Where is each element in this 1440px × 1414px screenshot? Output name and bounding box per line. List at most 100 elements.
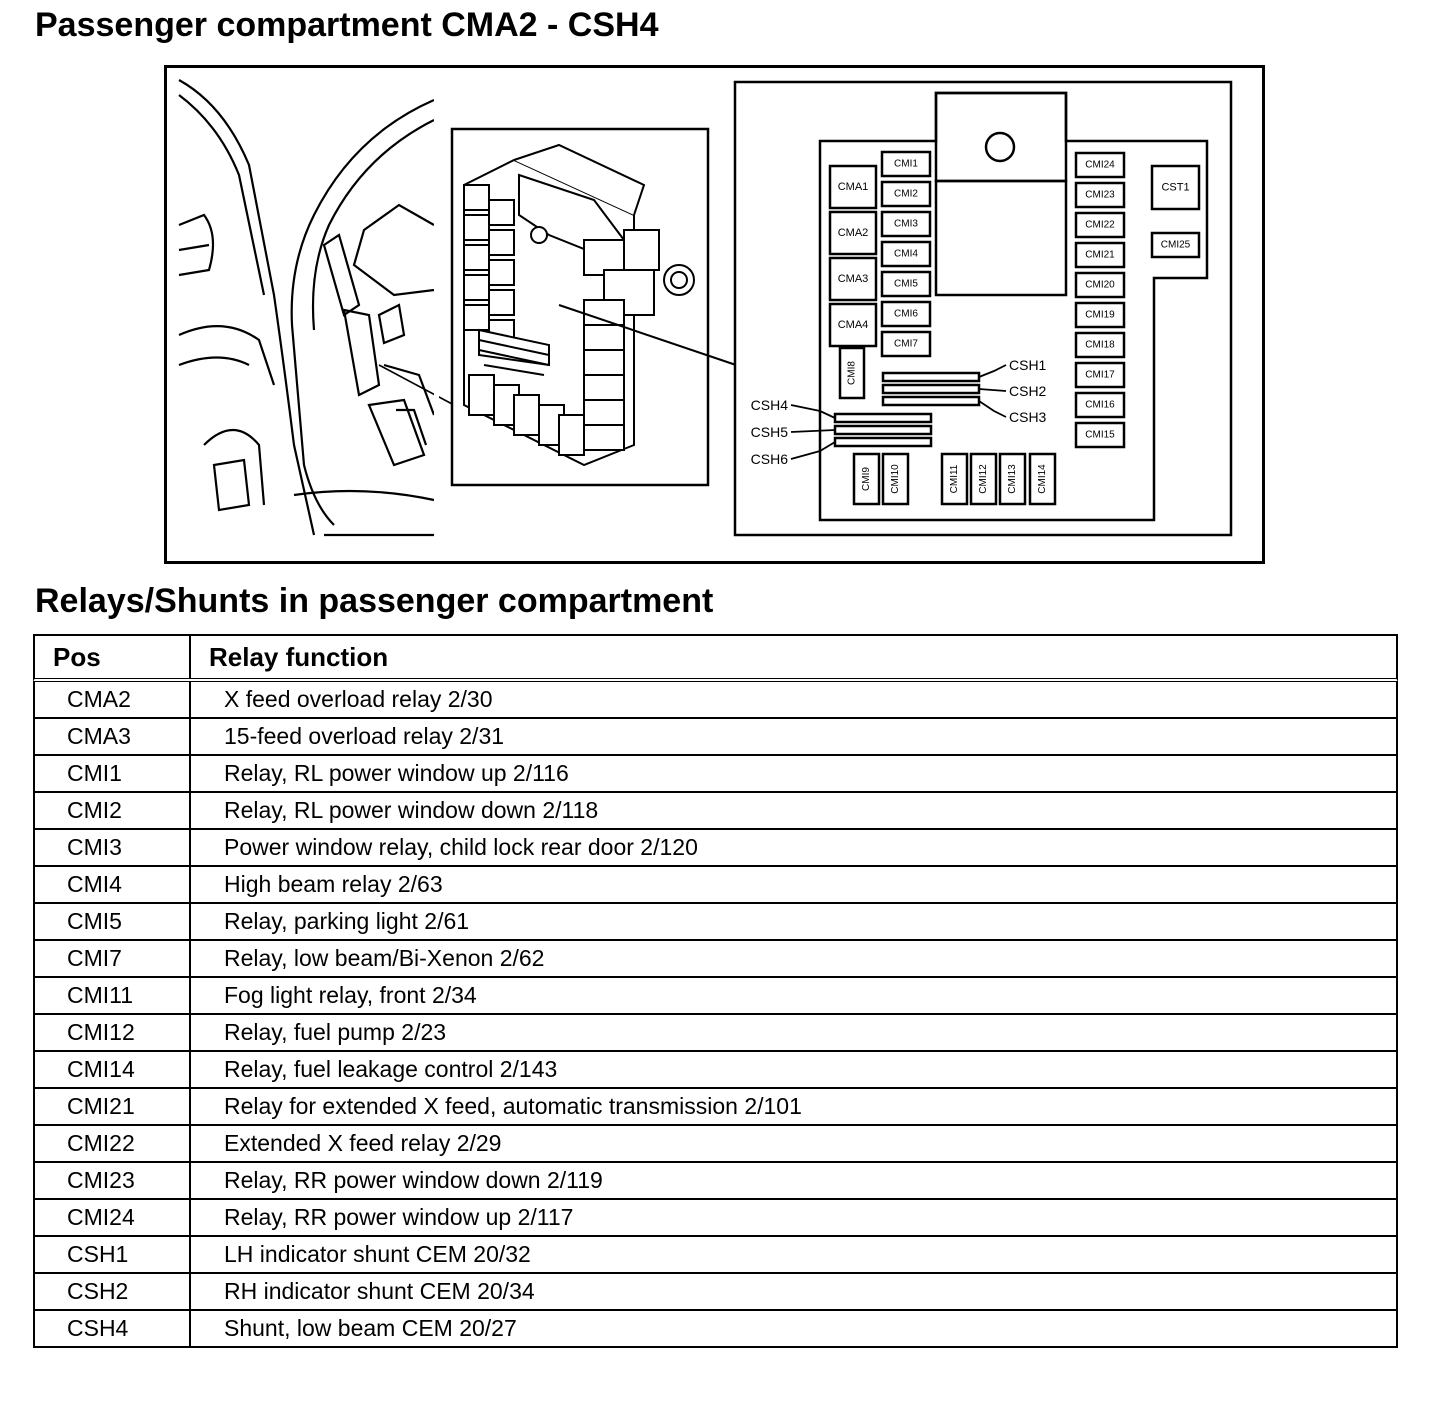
relay-box: CMI14 [1028,452,1057,506]
row-pos: CMI1 [35,756,191,791]
leader-line [790,441,836,460]
relay-box-label: CMI11 [949,464,960,493]
relay-box-label: CMI25 [1161,240,1191,251]
relay-box: CMI2 [880,180,932,208]
table-row: CMI7 Relay, low beam/Bi-Xenon 2/62 [33,941,1398,978]
row-function: Relay, RL power window up 2/116 [224,760,569,786]
shunt-label: CSH6 [751,451,789,467]
relay-box: CMI21 [1074,241,1126,269]
relay-box: CMI24 [1074,151,1126,179]
table-row: CMI22 Extended X feed relay 2/29 [33,1126,1398,1163]
relay-box-label: CMA4 [838,319,869,331]
row-function: Shunt, low beam CEM 20/27 [224,1315,517,1341]
row-pos: CMI14 [35,1052,191,1087]
relay-box-label: CMI8 [847,361,858,385]
relay-box-label: CMI23 [1085,190,1115,201]
row-pos: CMI2 [35,793,191,828]
row-pos: CMI12 [35,1015,191,1050]
row-function: Relay, RR power window down 2/119 [224,1167,603,1193]
row-function: Power window relay, child lock rear door… [224,834,698,860]
table-row: CSH2 RH indicator shunt CEM 20/34 [33,1274,1398,1311]
relay-box: CMI5 [880,270,932,298]
shunt-label: CSH1 [1009,357,1047,373]
relay-box: CMI20 [1074,271,1126,299]
page-title: Passenger compartment CMA2 - CSH4 [35,6,659,44]
relay-box-label: CMI4 [894,249,918,260]
figure-frame [164,65,1265,564]
shunt-label: CSH5 [751,424,789,440]
row-function: X feed overload relay 2/30 [224,686,493,712]
relay-box: CMI8 [838,346,866,400]
relay-box: CMA3 [828,256,878,302]
row-function: High beam relay 2/63 [224,871,443,897]
relay-box: CMA2 [828,210,878,256]
relay-box: CMI16 [1074,391,1126,419]
row-pos: CMI23 [35,1163,191,1198]
leader-line [978,388,1007,392]
car-interior-illustration [178,79,455,537]
relay-box-label: CMI9 [861,467,872,491]
shunt-bar [881,383,981,395]
mounting-hole [984,131,1016,163]
relay-box-label: CMI15 [1085,430,1115,441]
table-title: Relays/Shunts in passenger compartment [35,582,714,620]
relay-box: CMI3 [880,210,932,238]
relay-box: CMI17 [1074,361,1126,389]
row-function: RH indicator shunt CEM 20/34 [224,1278,535,1304]
table-row: CMI14 Relay, fuel leakage control 2/143 [33,1052,1398,1089]
relay-box: CMI10 [881,452,910,506]
relay-box-label: CMI19 [1085,310,1115,321]
large-relay-lower [934,179,1068,297]
relay-box: CMA4 [828,302,878,348]
row-function: Relay, RR power window up 2/117 [224,1204,574,1230]
table-header-row: Pos Relay function [33,634,1398,682]
relay-table: Pos Relay function CMA2 X feed overload r… [33,634,1398,1348]
row-function: Relay for extended X feed, automatic tra… [224,1093,802,1119]
relay-box-label: CMI10 [890,464,901,494]
row-function: Relay, low beam/Bi-Xenon 2/62 [224,945,545,971]
leader-line [790,404,836,419]
row-pos: CMI21 [35,1089,191,1124]
row-pos: CMI22 [35,1126,191,1161]
row-pos: CMA3 [35,719,191,754]
row-pos: CSH2 [35,1274,191,1309]
leader-line [978,400,1007,418]
relay-cmi8: CMI8 [838,346,866,400]
relay-box-label: CMI1 [894,159,918,170]
row-function: 15-feed overload relay 2/31 [224,723,505,749]
relay-box-label: CMI24 [1085,160,1115,171]
table-row: CMI1 Relay, RL power window up 2/116 [33,756,1398,793]
relay-box: CMI7 [880,330,932,358]
relay-box: CMA1 [828,164,878,210]
row-function: Relay, RL power window down 2/118 [224,797,599,823]
relay-box-label: CMI14 [1037,464,1048,494]
relay-box-label: CMI20 [1085,280,1115,291]
header-function: Relay function [209,641,389,672]
row-function: Fog light relay, front 2/34 [224,982,477,1008]
relay-box: CMI12 [969,452,998,506]
row-function: Relay, fuel pump 2/23 [224,1019,447,1045]
row-pos: CSH4 [35,1311,191,1346]
relay-box: CMI23 [1074,181,1126,209]
cmi-relay-right-column: CMI24CMI23CMI22CMI21CMI20CMI19CMI18CMI17… [1074,151,1126,449]
relay-box-label: CMI18 [1085,340,1115,351]
relay-box-label: CMI7 [894,339,918,350]
row-function: Extended X feed relay 2/29 [224,1130,502,1156]
table-row: CMI23 Relay, RR power window down 2/119 [33,1163,1398,1200]
row-pos: CMA2 [35,682,191,717]
shunt-bar [833,412,933,424]
row-function: Relay, fuel leakage control 2/143 [224,1056,558,1082]
relay-box-label: CMI5 [894,279,918,290]
relay-box: CMI15 [1074,421,1126,449]
row-pos: CMI7 [35,941,191,976]
leader-line [790,429,836,433]
relay-box: CMI18 [1074,331,1126,359]
